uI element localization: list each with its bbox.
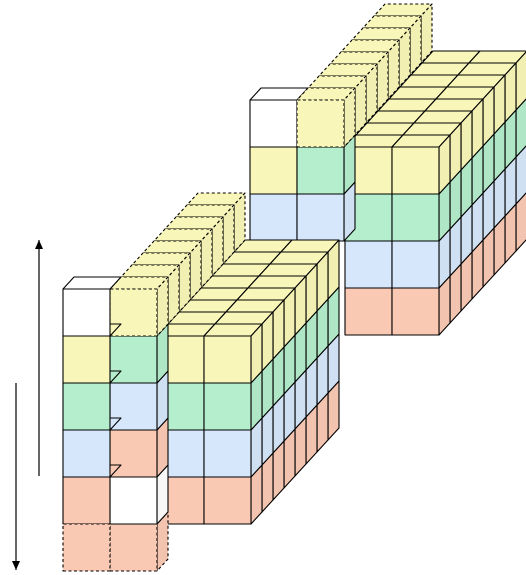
cube-yellow [203, 323, 263, 384]
cube-front-face [109, 476, 158, 525]
cube-front-face [391, 146, 440, 195]
cube-side-face [398, 27, 411, 88]
cube-side-face [178, 252, 191, 313]
cube-front-face [203, 476, 252, 525]
cube-white [62, 276, 122, 337]
cube-side-face [354, 75, 367, 136]
arrows [12, 240, 43, 570]
down-arrow [12, 383, 20, 570]
cube-salmon [62, 523, 111, 572]
cube-side-face [222, 204, 235, 265]
cube-white [249, 87, 309, 148]
cube-front-face [109, 523, 158, 572]
cube-side-face [387, 39, 400, 100]
down-arrow-head [12, 561, 20, 570]
cube-front-face [62, 382, 111, 431]
cube-front-face [391, 287, 440, 336]
cube-yellow [391, 134, 451, 195]
cube-side-face [189, 240, 202, 301]
cube-side-face [200, 228, 213, 289]
cube-front-face [344, 287, 393, 336]
cube-front-face [62, 335, 111, 384]
cube-front-face [249, 193, 298, 242]
cube-front-face [296, 146, 345, 195]
cube-front-face [391, 193, 440, 242]
cube-front-face [344, 240, 393, 289]
cube-side-face [156, 276, 169, 337]
cube-front-face [62, 288, 111, 337]
cube-side-face [409, 15, 422, 76]
cube-front-face [62, 523, 111, 572]
cube-front-face [62, 476, 111, 525]
cube-front-face [391, 240, 440, 289]
cube-front-face [203, 429, 252, 478]
front-block [62, 192, 340, 572]
cube-front-face [296, 99, 345, 148]
cube-front-face [62, 429, 111, 478]
cube-side-face [365, 63, 378, 124]
cube-front-face [249, 146, 298, 195]
back-block [249, 3, 526, 336]
cube-side-face [420, 3, 433, 64]
up-arrow [35, 240, 43, 476]
cube-top-face [62, 276, 122, 290]
cube-yellow [296, 87, 356, 148]
cube-side-face [233, 192, 246, 253]
cube-side-face [343, 87, 356, 148]
up-arrow-head [35, 240, 43, 249]
cube-side-face [167, 264, 180, 325]
cube-front-face [296, 193, 345, 242]
cube-front-face [203, 335, 252, 384]
cube-front-face [249, 99, 298, 148]
cube-side-face [211, 216, 224, 277]
cube-front-face [203, 382, 252, 431]
cube-side-face [376, 51, 389, 112]
